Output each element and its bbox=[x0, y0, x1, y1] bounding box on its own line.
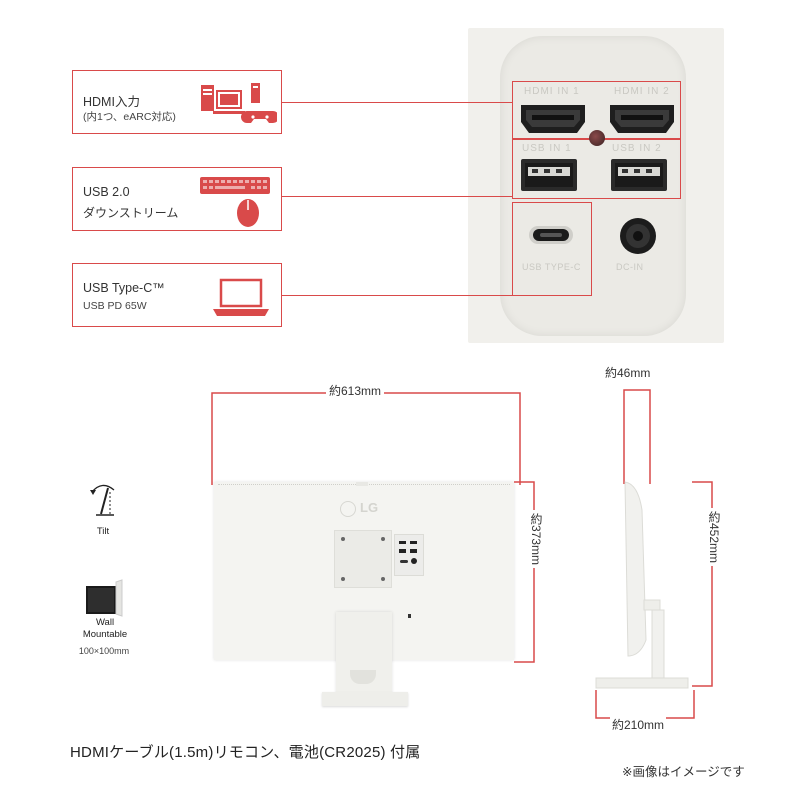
usb-c-port-icon bbox=[529, 226, 573, 244]
lg-logo-text: LG bbox=[360, 500, 379, 515]
typec-callout: USB Type-C™ USB PD 65W bbox=[72, 263, 282, 327]
total-height-dimension-line bbox=[692, 481, 713, 687]
pc-gaming-console-icon bbox=[201, 83, 277, 123]
typec-port-label: USB TYPE-C bbox=[522, 262, 581, 272]
tilt-icon bbox=[90, 484, 115, 516]
typec-callout-sub: USB PD 65W bbox=[83, 300, 147, 312]
lg-logo: LG bbox=[338, 500, 398, 520]
hdmi-leader-line bbox=[282, 102, 512, 103]
stand-base bbox=[322, 692, 408, 706]
monitor-top-button bbox=[356, 482, 368, 486]
hdmi-port-1-icon bbox=[521, 105, 585, 133]
usb1-port-label: USB IN 1 bbox=[522, 143, 572, 154]
total-height-label: 約452mm bbox=[706, 508, 723, 567]
width-dimension-line bbox=[211, 392, 521, 485]
image-disclaimer-note: ※画像はイメージです bbox=[622, 765, 745, 779]
stand-neck bbox=[336, 612, 392, 698]
ir-sensor-icon bbox=[589, 130, 605, 146]
stand-cable-hole bbox=[350, 670, 376, 684]
typec-callout-title: USB Type-C™ bbox=[83, 281, 165, 295]
usb-port-1-icon bbox=[521, 159, 577, 191]
vesa-label: 100×100mm bbox=[78, 646, 130, 656]
back-port-cluster bbox=[394, 534, 424, 576]
hdmi-callout: HDMI入力 (内1つ、eARC対応) bbox=[72, 70, 282, 134]
width-label: 約613mm bbox=[326, 382, 385, 399]
stand-depth-label: 約210mm bbox=[610, 716, 667, 733]
usb-leader-line bbox=[282, 196, 512, 197]
dcin-port-label: DC-IN bbox=[616, 262, 644, 272]
hdmi-port-2-icon bbox=[610, 105, 674, 133]
tilt-label: Tilt bbox=[96, 526, 110, 537]
wall-mount-label: Wall Mountable bbox=[78, 617, 132, 641]
hdmi2-port-label: HDMI IN 2 bbox=[614, 86, 670, 97]
usb-port-2-icon bbox=[611, 159, 667, 191]
dc-in-jack-icon bbox=[620, 218, 656, 254]
height-label: 約373mm bbox=[528, 510, 545, 569]
wall-mount-label-line2: Mountable bbox=[82, 629, 128, 640]
wall-mount-icon bbox=[86, 579, 123, 617]
keyboard-mouse-icon bbox=[200, 177, 270, 227]
height-dimension-line bbox=[514, 481, 535, 663]
depth-dimension-line bbox=[623, 389, 651, 484]
power-button bbox=[408, 614, 411, 618]
depth-label: 約46mm bbox=[605, 366, 651, 380]
typec-leader-line bbox=[282, 295, 512, 296]
vesa-mount-area bbox=[334, 530, 392, 588]
typec-highlight-box bbox=[512, 202, 592, 296]
usb-callout-title: USB 2.0 bbox=[83, 185, 130, 199]
accessories-caption: HDMIケーブル(1.5m)リモコン、電池(CR2025) 付属 bbox=[70, 744, 421, 761]
wall-mount-label-line1: Wall bbox=[95, 617, 115, 628]
hdmi1-port-label: HDMI IN 1 bbox=[524, 86, 580, 97]
hdmi-callout-sub: (内1つ、eARC対応) bbox=[83, 111, 176, 123]
usb-callout-sub: ダウンストリーム bbox=[83, 206, 179, 220]
usb2-port-label: USB IN 2 bbox=[612, 143, 662, 154]
laptop-icon bbox=[213, 278, 269, 316]
usb-callout: USB 2.0 ダウンストリーム bbox=[72, 167, 282, 231]
monitor-side-profile bbox=[595, 481, 689, 689]
hdmi-callout-title: HDMI入力 bbox=[83, 95, 140, 109]
